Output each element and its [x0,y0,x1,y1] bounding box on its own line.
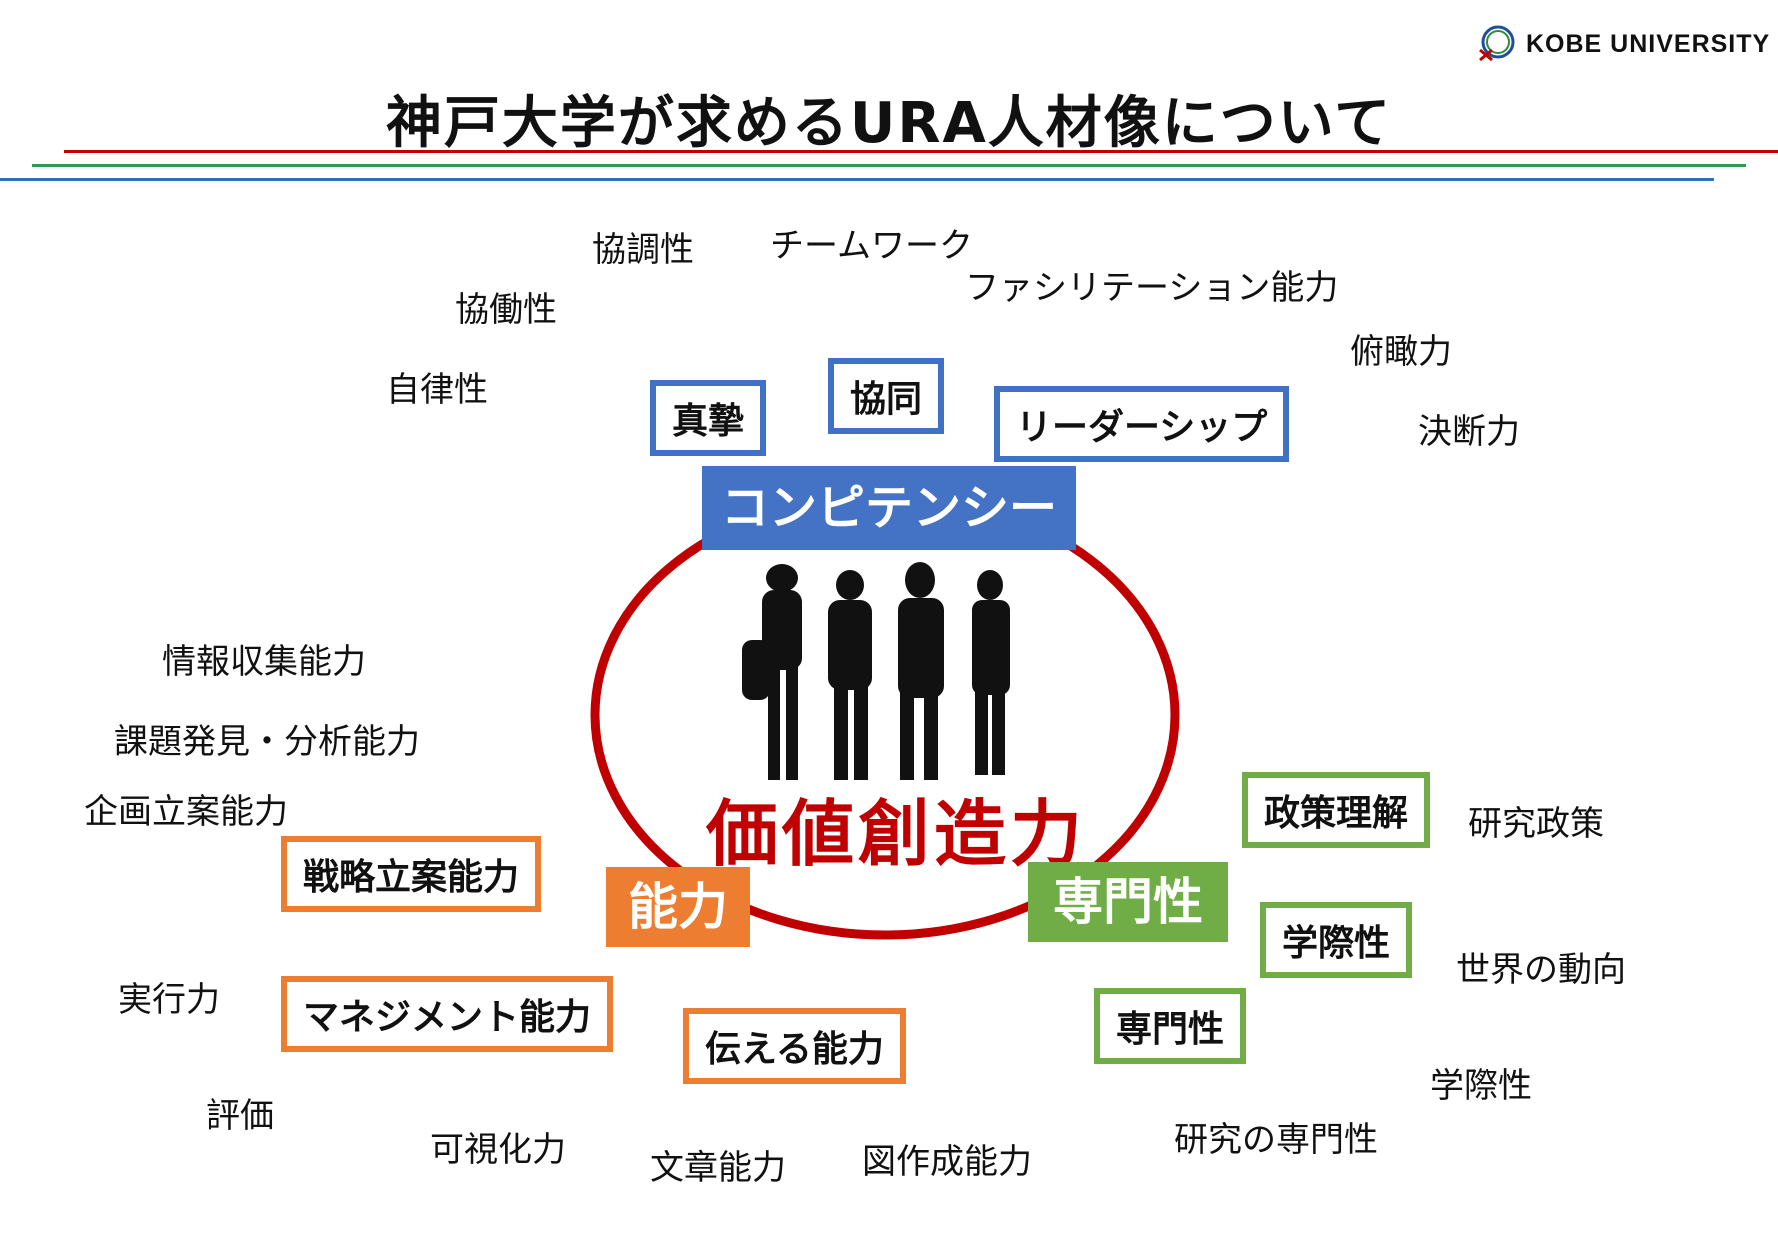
ability-box-communication: 伝える能力 [683,1008,906,1084]
expertise-box-policy: 政策理解 [1242,772,1431,848]
word-issue-analysis: 課題発見・分析能力 [114,722,420,762]
kobe-university-logo: KOBE UNIVERSITY [1476,24,1770,64]
word-evaluation: 評価 [206,1096,274,1136]
word-figure-making: 図作成能力 [862,1142,1032,1182]
word-writing: 文章能力 [650,1148,786,1188]
word-planning: 企画立案能力 [84,792,288,832]
title-rule-red [64,150,1778,153]
word-fukanryoku: 俯瞰力 [1350,332,1452,372]
competency-box-sincerity: 真摯 [650,380,767,456]
word-kyoudousei: 協働性 [455,290,557,330]
word-facilitation: ファシリテーション能力 [965,268,1339,308]
word-execution: 実行力 [118,980,220,1020]
word-teamwork: チームワーク [770,226,973,266]
word-visualization: 可視化力 [430,1130,566,1170]
ability-box-strategy: 戦略立案能力 [281,836,542,912]
title-rule-green [32,164,1746,167]
word-interdisciplinary: 学際性 [1430,1066,1532,1106]
word-ketsudanryoku: 決断力 [1418,412,1520,452]
people-silhouette-icon [742,562,1010,780]
ability-box-management: マネジメント能力 [281,976,614,1052]
expertise-label: 専門性 [1028,862,1228,942]
value-creation-text: 価値創造力 [706,792,1087,876]
word-world-trends: 世界の動向 [1456,950,1626,990]
competency-box-cooperation: 協同 [828,358,945,434]
competency-label: コンピテンシー [702,466,1076,550]
competency-box-leadership: リーダーシップ [994,386,1290,462]
ability-label: 能力 [606,867,750,947]
page-title: 神戸大学が求めるURA人材像について [385,91,1393,156]
word-research-specialty: 研究の専門性 [1174,1120,1378,1160]
word-jiritsusei: 自律性 [386,370,488,410]
word-research-policy: 研究政策 [1468,804,1604,844]
word-kyouchousei: 協調性 [592,230,694,270]
expertise-box-interdisciplinary: 学際性 [1260,902,1413,978]
title-rule-blue [0,178,1714,181]
expertise-box-specialty: 専門性 [1094,988,1247,1064]
logo-text: KOBE UNIVERSITY [1526,29,1771,58]
kobe-logo-icon [1476,24,1516,64]
word-info-gathering: 情報収集能力 [162,642,366,682]
